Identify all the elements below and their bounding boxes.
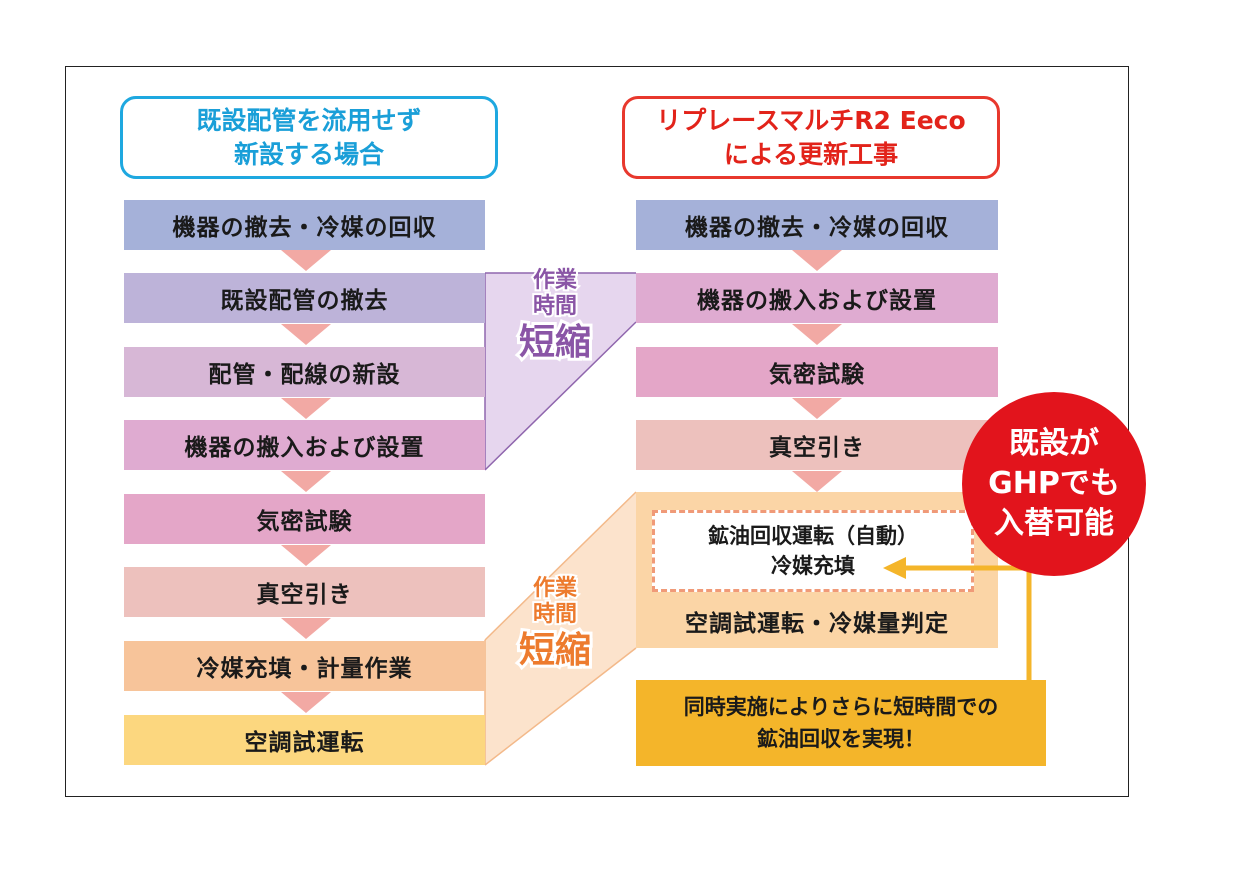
shortening-band-purple [485,273,636,470]
connector-line [905,565,1032,682]
right-flow-arrow [792,250,842,271]
shortening-band-orange-bottom-line [484,647,637,766]
shortening-band-purple-bottom-line [484,321,637,471]
combined-step-line-2: 冷媒充填 [771,554,855,578]
left-flow-arrow [281,692,331,713]
shortening-label-purple: 作業 時間 短縮 [515,266,595,366]
left-flow-arrow [281,398,331,419]
left-step-3: 配管・配線の新設 [124,347,485,397]
left-column-header: 既設配管を流用せず 新設する場合 [120,96,498,179]
shortening-label-orange-big: 短縮 [516,627,594,674]
shortening-band-orange [485,492,636,765]
ghp-replace-badge: 既設が GHPでも 入替可能 [962,392,1146,576]
left-step-1: 機器の撤去・冷媒の回収 [124,200,485,250]
left-flow-arrow [281,250,331,271]
shortening-label-orange: 作業 時間 短縮 [515,574,595,674]
right-column-header: リプレースマルチR2 Eeco による更新工事 [622,96,1000,179]
left-step-6: 真空引き [124,567,485,617]
combined-step-line-1: 鉱油回収運転（自動） [708,524,918,548]
left-step-5: 気密試験 [124,494,485,544]
left-step-7: 冷媒充填・計量作業 [124,641,485,691]
left-flow-arrow [281,324,331,345]
left-step-2: 既設配管の撤去 [124,273,485,323]
right-flow-arrow [792,471,842,492]
connector-arrowhead [883,557,906,579]
right-flow-arrow [792,398,842,419]
shortening-band-orange-top-line [484,491,637,641]
left-flow-arrow [281,471,331,492]
combined-step-dashed-inner: 鉱油回収運転（自動） 冷媒充填 [652,510,974,592]
left-step-4: 機器の搬入および設置 [124,420,485,470]
shortening-label-purple-line-1: 作業 [531,266,579,295]
left-step-8: 空調試運転 [124,715,485,765]
right-step-2: 機器の搬入および設置 [636,273,998,323]
right-step-3: 気密試験 [636,347,998,397]
combined-step-bottom-label: 空調試運転・冷媒量判定 [685,611,949,637]
shortening-label-orange-line-2: 時間 [531,600,579,629]
right-step-1: 機器の撤去・冷媒の回収 [636,200,998,250]
shortening-label-purple-line-2: 時間 [531,292,579,321]
shortening-label-purple-big: 短縮 [516,319,594,366]
simultaneous-note: 同時実施によりさらに短時間での 鉱油回収を実現！ [636,680,1046,766]
left-flow-arrow [281,618,331,639]
shortening-label-orange-line-1: 作業 [531,574,579,603]
left-flow-arrow [281,545,331,566]
right-step-4: 真空引き [636,420,998,470]
right-flow-arrow [792,324,842,345]
